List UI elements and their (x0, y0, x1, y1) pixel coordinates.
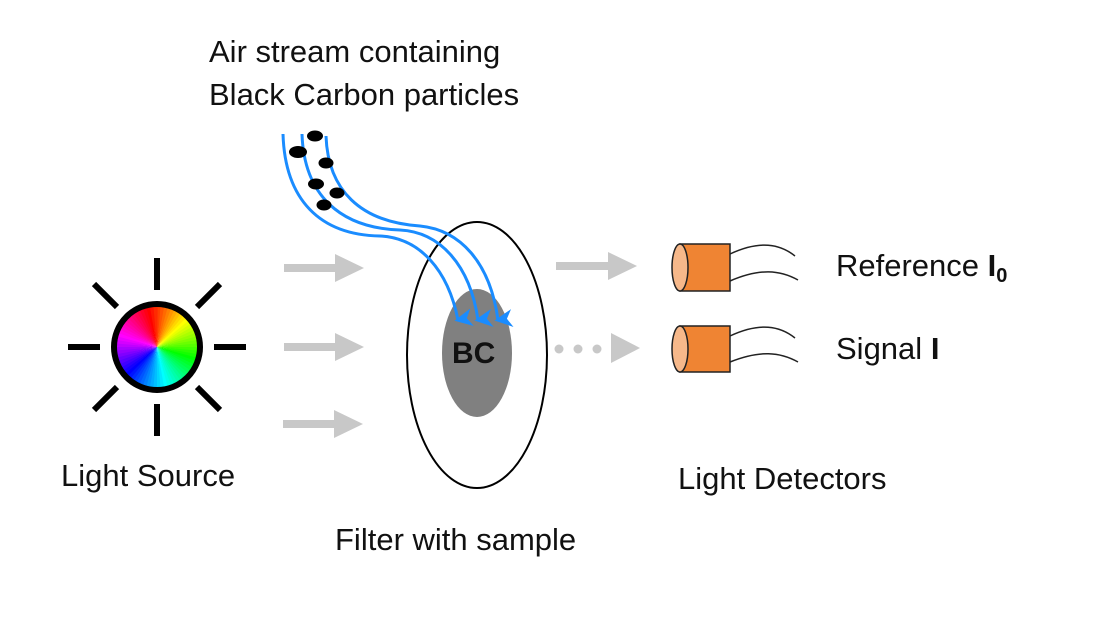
sun-ray (91, 384, 120, 413)
color-wheel-wedge (157, 347, 177, 390)
color-wheel-wedge (133, 347, 157, 389)
bc-label: BC (452, 337, 496, 370)
color-wheel-wedge (121, 347, 157, 380)
color-wheel-wedge (157, 324, 200, 347)
color-wheel-wedge (157, 347, 180, 390)
color-wheel-wedge (157, 309, 188, 347)
color-wheel-wedge (123, 347, 157, 383)
color-wheel-wedge (130, 306, 157, 347)
color-wheel (114, 304, 200, 390)
color-wheel-wedge (157, 339, 200, 347)
color-wheel-wedge (114, 346, 157, 352)
color-wheel-wedge (157, 347, 190, 383)
signal-detector-icon (671, 325, 799, 373)
particle (289, 146, 307, 158)
color-wheel-wedge (157, 347, 199, 371)
color-wheel-wedge (157, 347, 193, 381)
color-wheel-wedge (129, 347, 157, 387)
color-wheel-wedge (157, 305, 181, 347)
color-wheel-wedge (124, 311, 157, 347)
air-stream-title-line1: Air stream containing (209, 34, 501, 69)
light-detectors-label: Light Detectors (678, 461, 887, 496)
particle (316, 199, 332, 211)
light-arrow-icon (284, 333, 364, 361)
incoming-light-arrows (283, 254, 364, 438)
light-arrow-icon (283, 410, 363, 438)
signal-symbol: I (930, 331, 940, 366)
color-wheel-wedge (114, 347, 157, 370)
color-wheel-wedge (157, 314, 193, 347)
color-wheel-wedge (145, 304, 157, 347)
color-wheel-wedge (156, 347, 162, 390)
color-wheel-wedge (157, 347, 173, 390)
color-wheel-wedge (114, 347, 157, 359)
particle (329, 187, 345, 199)
reference-text: Reference (836, 248, 980, 283)
particle (308, 178, 324, 190)
color-wheel-wedge (157, 347, 197, 375)
color-wheel-wedge (126, 347, 157, 385)
air-stream-line (324, 135, 514, 327)
color-wheel-wedge (157, 347, 165, 390)
air-stream-line (281, 133, 474, 326)
particle (307, 130, 323, 142)
reference-subscript: 0 (996, 265, 1008, 287)
sun-ray (194, 384, 223, 413)
reference-arrow-icon (556, 252, 637, 280)
color-wheel-wedge (157, 317, 196, 347)
color-wheel-wedge (157, 347, 195, 378)
color-wheel-wedge (157, 347, 169, 390)
air-stream-title-line2: Black Carbon particles (209, 77, 520, 112)
light-arrow-icon (284, 254, 364, 282)
attenuation-dot (573, 344, 583, 354)
color-wheel-wedge (114, 347, 157, 367)
filter-label: Filter with sample (335, 522, 577, 557)
color-wheel-wedge (117, 319, 157, 347)
color-wheel-wedge (157, 307, 185, 347)
attenuation-dot (592, 344, 602, 354)
color-wheel-wedge (141, 304, 157, 347)
color-wheel-wedge (118, 347, 157, 377)
color-wheel-wedge (137, 304, 157, 347)
color-wheel-wedge (157, 331, 200, 347)
color-wheel-wedge (157, 320, 198, 347)
signal-arrow-icon (611, 333, 640, 363)
reference-detector-icon (671, 243, 799, 292)
color-wheel-wedge (121, 313, 157, 347)
color-wheel-wedge (152, 304, 158, 347)
black-carbon-particles (289, 130, 345, 211)
color-wheel-wedge (157, 347, 184, 388)
attenuation-dot (554, 344, 564, 354)
reference-symbol: I (987, 248, 997, 283)
color-wheel-wedge (157, 327, 200, 347)
color-wheel-wedge (157, 347, 187, 386)
color-wheel-wedge (119, 316, 157, 347)
color-wheel-wedge (134, 304, 157, 347)
color-wheel-wedge (157, 311, 191, 347)
color-wheel-wedge (157, 342, 200, 348)
color-wheel-wedge (114, 347, 157, 363)
color-wheel-wedge (157, 335, 200, 347)
signal-text: Signal (836, 331, 923, 366)
light-source-icon (68, 258, 246, 436)
color-wheel-wedge (115, 323, 157, 347)
particle (318, 157, 334, 169)
color-wheel-wedge (127, 308, 157, 347)
reference-label: Reference I0 (836, 248, 1008, 287)
outgoing-light-arrows (554, 252, 640, 363)
sun-ray (194, 281, 223, 310)
sun-ray (91, 281, 120, 310)
color-wheel-wedge (114, 347, 157, 355)
color-wheel-wedge (149, 304, 157, 347)
light-source-label: Light Source (61, 458, 236, 493)
color-wheel-wedge (116, 347, 157, 374)
signal-label: Signal I (836, 331, 939, 367)
